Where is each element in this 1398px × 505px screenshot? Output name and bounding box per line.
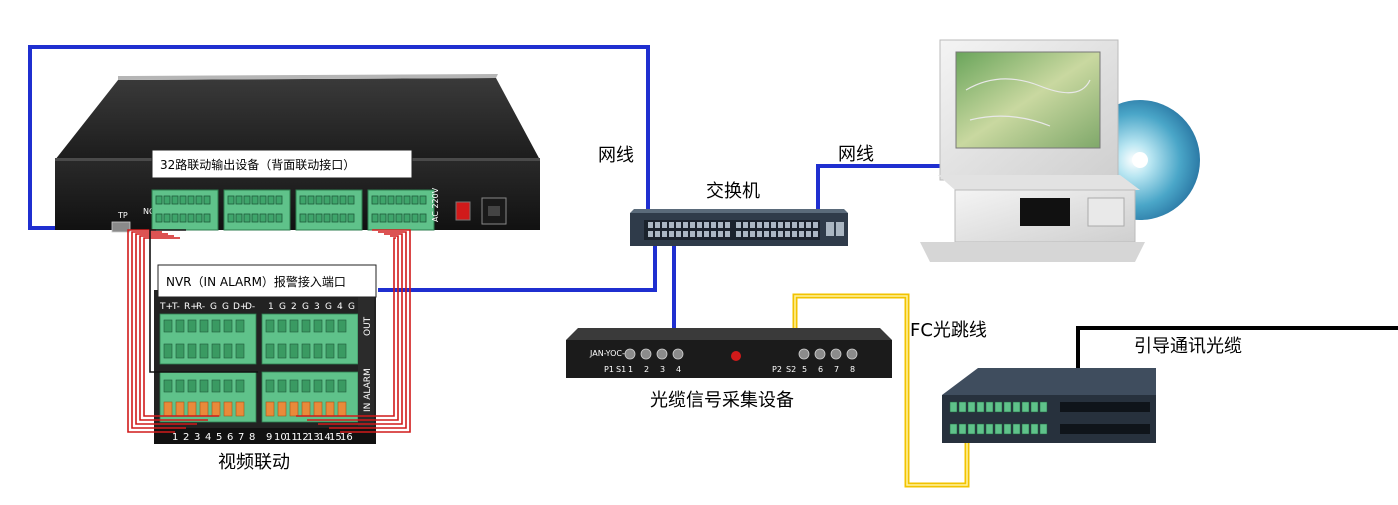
svg-text:G: G [348,302,355,312]
svg-text:P2: P2 [772,365,782,374]
svg-text:2: 2 [183,432,189,443]
svg-text:4: 4 [205,432,211,443]
guide-fiber-cable [1076,326,1398,370]
nvr-header-left: T+ T- R+ R- G G D+ D- [159,302,255,312]
power-socket [481,197,507,225]
out-label: OUT [363,316,373,336]
nvr-port-callout: NVR（IN ALARM）报警接入端口 [157,264,377,298]
fiber-collector-label: 光缆信号采集设备 [650,390,794,411]
svg-text:S1: S1 [616,365,626,374]
network-cable-label-left: 网线 [598,145,634,166]
svg-text:R+: R+ [184,302,198,312]
svg-text:5: 5 [216,432,222,443]
svg-text:15: 15 [329,432,342,443]
network-cable-switch-to-pc [816,164,955,215]
svg-text:R-: R- [196,302,205,312]
tp-port [111,221,131,233]
optical-patch-panel [942,368,1156,443]
relay-terminal-blocks [151,189,435,231]
svg-text:P1: P1 [604,365,614,374]
video-linkage-label: 视频联动 [218,452,290,473]
svg-text:S2: S2 [786,365,796,374]
pc-workstation [920,39,1200,262]
nvr-port-label: NVR（IN ALARM）报警接入端口 [166,274,346,289]
guide-fiber-label: 引导通讯光缆 [1134,336,1242,357]
svg-text:D-: D- [245,302,255,312]
svg-text:G: G [302,302,309,312]
svg-text:G: G [325,302,332,312]
fc-jumper-cable [792,293,970,488]
tp-label: TP [117,211,128,220]
svg-text:11: 11 [285,432,298,443]
in-alarm-label: IN ALARM [363,368,373,412]
svg-text:3: 3 [194,432,200,443]
svg-text:G: G [210,302,217,312]
svg-text:T-: T- [171,302,180,312]
svg-text:G: G [222,302,229,312]
network-switch [630,209,848,246]
network-cable-label-right: 网线 [838,144,874,165]
svg-text:16: 16 [340,432,353,443]
svg-text:4: 4 [676,365,681,374]
svg-text:14: 14 [318,432,331,443]
svg-text:5: 5 [802,365,807,374]
svg-text:1: 1 [268,302,274,312]
common-wire [149,229,258,373]
svg-text:7: 7 [238,432,244,443]
svg-text:2: 2 [644,365,649,374]
relay-device-label: 32路联动输出设备（背面联动接口） [160,157,355,172]
no-label: NO [143,207,155,216]
relay-wires [127,229,411,433]
svg-text:9: 9 [266,432,272,443]
svg-text:G: G [279,302,286,312]
svg-text:10: 10 [274,432,287,443]
svg-text:6: 6 [818,365,823,374]
switch-label: 交换机 [706,181,760,202]
collector-model: JAN-YOC-02 [589,349,635,358]
svg-text:T+: T+ [159,302,173,312]
svg-text:4: 4 [337,302,343,312]
svg-text:2: 2 [291,302,297,312]
svg-text:1: 1 [172,432,178,443]
network-cable-nvr-to-switch [378,240,657,292]
ac-label: AC 220V [431,187,440,222]
nvr-pins-right: 9 10 11 12 13 14 15 16 [266,432,353,443]
collector-port-labels: P1 S1 1 2 3 4 P2 S2 5 6 7 8 [604,365,855,374]
svg-text:8: 8 [850,365,855,374]
svg-text:12: 12 [296,432,309,443]
nvr-header-right: 1 G 2 G 3 G 4 G [268,302,355,312]
svg-text:13: 13 [307,432,320,443]
collector-indicator [731,351,741,361]
svg-text:D+: D+ [233,302,247,312]
nvr-alarm-panel: T+ T- R+ R- G G D+ D- 1 G 2 G 3 G 4 G [154,290,376,444]
relay-device-callout: 32路联动输出设备（背面联动接口） [151,149,413,179]
nvr-pins-left: 1 2 3 4 5 6 7 8 [172,432,255,443]
power-switch [455,201,471,221]
fc-jumper-label: FC光跳线 [910,320,987,341]
svg-text:3: 3 [314,302,320,312]
svg-text:1: 1 [628,365,633,374]
fiber-signal-collector: JAN-YOC-02 P1 S1 1 2 3 4 P2 S2 5 6 7 8 [566,328,892,378]
svg-text:7: 7 [834,365,839,374]
svg-text:6: 6 [227,432,233,443]
svg-text:3: 3 [660,365,665,374]
svg-text:8: 8 [249,432,255,443]
